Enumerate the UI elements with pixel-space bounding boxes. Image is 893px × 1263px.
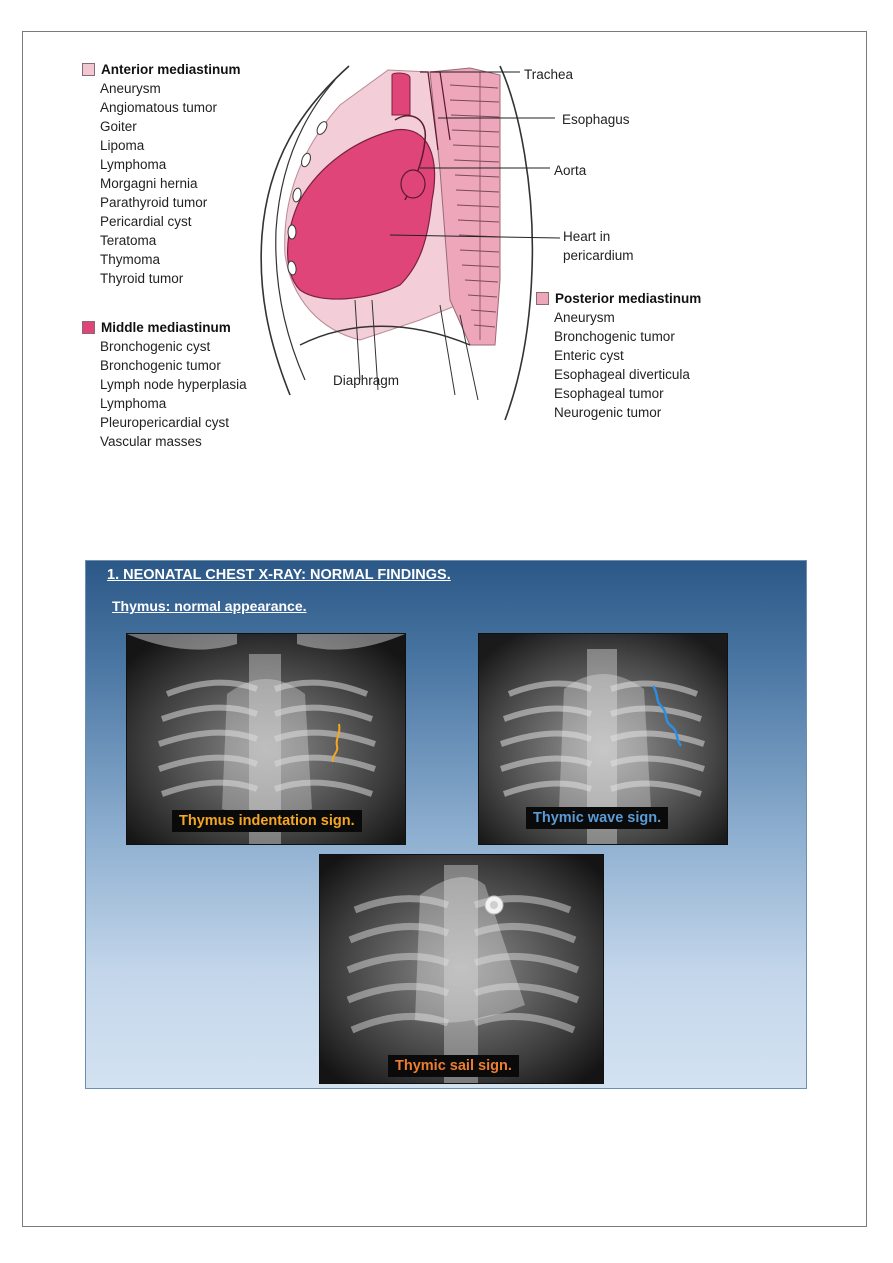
- trachea-label: Trachea: [524, 67, 574, 82]
- slide-title: 1. NEONATAL CHEST X-RAY: NORMAL FINDINGS…: [107, 567, 451, 583]
- caption-text: Thymus indentation sign.: [179, 813, 355, 829]
- list-item: Aneurysm: [100, 81, 161, 96]
- heart-label-line1: Heart in: [563, 229, 611, 244]
- heart-label: Heart in pericardium: [563, 227, 634, 265]
- xray-thymic-sail: Thymic sail sign.: [319, 854, 604, 1084]
- list-item: Pleuropericardial cyst: [100, 415, 230, 430]
- heart-label-line2: pericardium: [563, 248, 634, 263]
- list-item: Lipoma: [100, 138, 145, 153]
- xray-thymus-indentation: Thymus indentation sign.: [126, 633, 406, 845]
- posterior-mediastinum-legend: Posterior mediastinum Aneurysm Bronchoge…: [536, 289, 701, 422]
- posterior-list: Aneurysm Bronchogenic tumor Enteric cyst…: [554, 308, 701, 422]
- caption-text: Thymic sail sign.: [395, 1058, 512, 1074]
- list-item: Parathyroid tumor: [100, 195, 208, 210]
- xray-thymic-wave: Thymic wave sign.: [478, 633, 728, 845]
- list-item: Morgagni hernia: [100, 176, 198, 191]
- list-item: Enteric cyst: [554, 348, 624, 363]
- list-item: Bronchogenic tumor: [100, 358, 221, 373]
- list-item: Bronchogenic cyst: [100, 339, 211, 354]
- posterior-swatch: [536, 292, 549, 305]
- posterior-mediastinum-title: Posterior mediastinum: [555, 291, 702, 306]
- caption-thymic-sail: Thymic sail sign.: [388, 1055, 519, 1077]
- list-item: Bronchogenic tumor: [554, 329, 675, 344]
- anterior-mediastinum-title: Anterior mediastinum: [101, 62, 241, 77]
- neonatal-xray-slide: 1. NEONATAL CHEST X-RAY: NORMAL FINDINGS…: [85, 560, 807, 1089]
- caption-thymus-indentation: Thymus indentation sign.: [172, 810, 362, 832]
- list-item: Esophageal diverticula: [554, 367, 690, 382]
- middle-list: Bronchogenic cyst Bronchogenic tumor Lym…: [100, 337, 247, 451]
- anterior-mediastinum-legend: Anterior mediastinum Aneurysm Angiomatou…: [82, 60, 241, 288]
- middle-mediastinum-header: Middle mediastinum: [82, 318, 247, 337]
- list-item: Goiter: [100, 119, 137, 134]
- posterior-mediastinum-header: Posterior mediastinum: [536, 289, 701, 308]
- list-item: Thymoma: [100, 252, 161, 267]
- list-item: Neurogenic tumor: [554, 405, 662, 420]
- list-item: Angiomatous tumor: [100, 100, 218, 115]
- middle-mediastinum-legend: Middle mediastinum Bronchogenic cyst Bro…: [82, 318, 247, 451]
- middle-swatch: [82, 321, 95, 334]
- mediastinum-diagram: [260, 65, 560, 421]
- list-item: Thyroid tumor: [100, 271, 184, 286]
- anterior-swatch: [82, 63, 95, 76]
- esophagus-label: Esophagus: [562, 112, 630, 127]
- xray-image: [320, 855, 603, 1083]
- list-item: Aneurysm: [554, 310, 615, 325]
- slide-subtitle: Thymus: normal appearance.: [112, 598, 307, 614]
- middle-mediastinum-title: Middle mediastinum: [101, 320, 231, 335]
- list-item: Esophageal tumor: [554, 386, 664, 401]
- page-border: [22, 31, 867, 1227]
- list-item: Lymphoma: [100, 396, 167, 411]
- aorta-label: Aorta: [554, 163, 587, 178]
- list-item: Lymphoma: [100, 157, 167, 172]
- list-item: Lymph node hyperplasia: [100, 377, 247, 392]
- caption-text: Thymic wave sign.: [533, 810, 662, 826]
- anterior-mediastinum-header: Anterior mediastinum: [82, 60, 241, 79]
- anterior-list: Aneurysm Angiomatous tumor Goiter Lipoma…: [100, 79, 241, 288]
- list-item: Vascular masses: [100, 434, 202, 449]
- list-item: Teratoma: [100, 233, 157, 248]
- diaphragm-label: Diaphragm: [333, 373, 400, 388]
- list-item: Pericardial cyst: [100, 214, 192, 229]
- caption-thymic-wave: Thymic wave sign.: [526, 807, 669, 829]
